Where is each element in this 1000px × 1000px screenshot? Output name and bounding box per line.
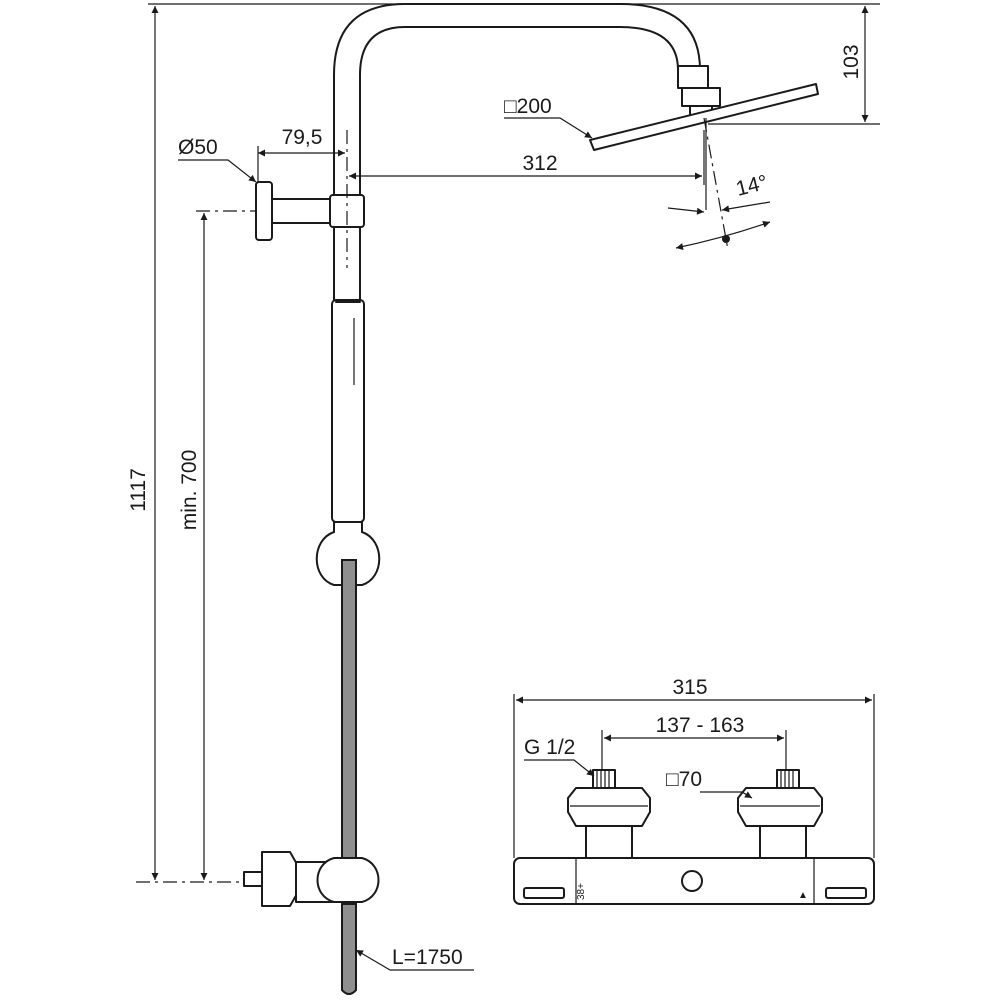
right-handle-grip [825, 887, 867, 899]
lower-tube [331, 299, 365, 523]
temp-scale-mark: 38+ [576, 883, 587, 900]
right-rosette [737, 787, 823, 827]
label-137-163: 137 - 163 [656, 714, 745, 737]
leader-70 [700, 791, 753, 799]
leader-g12 [524, 759, 595, 777]
right-inlet-thread [776, 769, 800, 789]
shower-head [589, 83, 819, 151]
head-connector-nut [677, 65, 709, 89]
label-315: 315 [672, 676, 707, 699]
label-hose-length: L=1750 [392, 946, 463, 969]
left-eccentric [585, 825, 633, 861]
dim-line-14-deg [667, 207, 705, 215]
hand-shower-holder [315, 521, 381, 586]
label-14-deg: 14° [734, 171, 770, 201]
label-d50: Ø50 [178, 136, 218, 159]
label-1117: 1117 [127, 468, 150, 512]
top-bracket-arm [271, 198, 335, 224]
label-head-size: □200 [504, 95, 552, 118]
leader-1750 [355, 949, 474, 971]
label-g12: G 1/2 [524, 736, 575, 759]
left-rosette [567, 787, 651, 827]
hose-lower-segment [341, 903, 357, 995]
top-wall-rosette [255, 181, 273, 241]
bottom-rosette-hex [261, 851, 299, 907]
label-79-5: 79,5 [282, 126, 323, 149]
head-connector-ball [681, 87, 721, 107]
left-handle-grip [523, 887, 565, 899]
left-inlet-thread [592, 769, 616, 789]
head-centre-line [703, 117, 729, 251]
column-dimensions: 1117 min. 700 103 312 □200 14° 79,5 Ø50 … [127, 3, 880, 971]
tilt-rotation-arrow [675, 220, 771, 250]
leader-50 [178, 159, 257, 183]
riser-arm-outer [333, 3, 701, 301]
mixer-front-view: 315 137 - 163 G 1/2 □70 38+ ▲ [513, 676, 875, 905]
bottom-holder-ring [316, 857, 380, 903]
tilt-pivot-dot [722, 235, 730, 243]
bottom-inlet-thread [243, 871, 263, 887]
mixer-outlet [681, 870, 703, 892]
label-70: □70 [666, 768, 702, 791]
right-eccentric [759, 825, 807, 861]
dim-line-14-deg-b [721, 201, 771, 213]
label-103: 103 [840, 44, 863, 79]
riser-arm-inner [359, 26, 679, 301]
label-min-700: min. 700 [178, 450, 201, 531]
shower-column [243, 3, 819, 995]
flow-mark: ▲ [798, 890, 808, 901]
leader-200 [504, 117, 593, 139]
left-inlet-thread-lines [596, 770, 610, 788]
right-inlet-thread-lines [780, 770, 794, 788]
label-312: 312 [522, 152, 557, 175]
